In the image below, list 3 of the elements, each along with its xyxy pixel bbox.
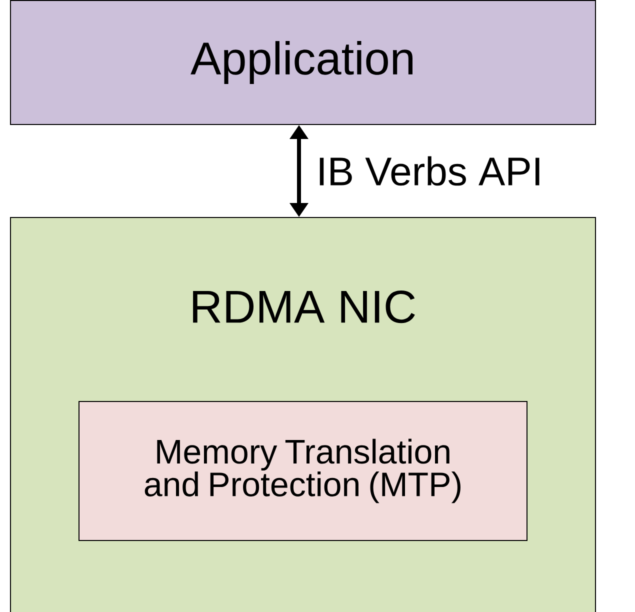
- edge-label: IB Verbs API: [315, 155, 544, 187]
- inner-box: Memory Translation and Protection (MTP): [78, 401, 528, 541]
- top-box: Application: [10, 0, 596, 125]
